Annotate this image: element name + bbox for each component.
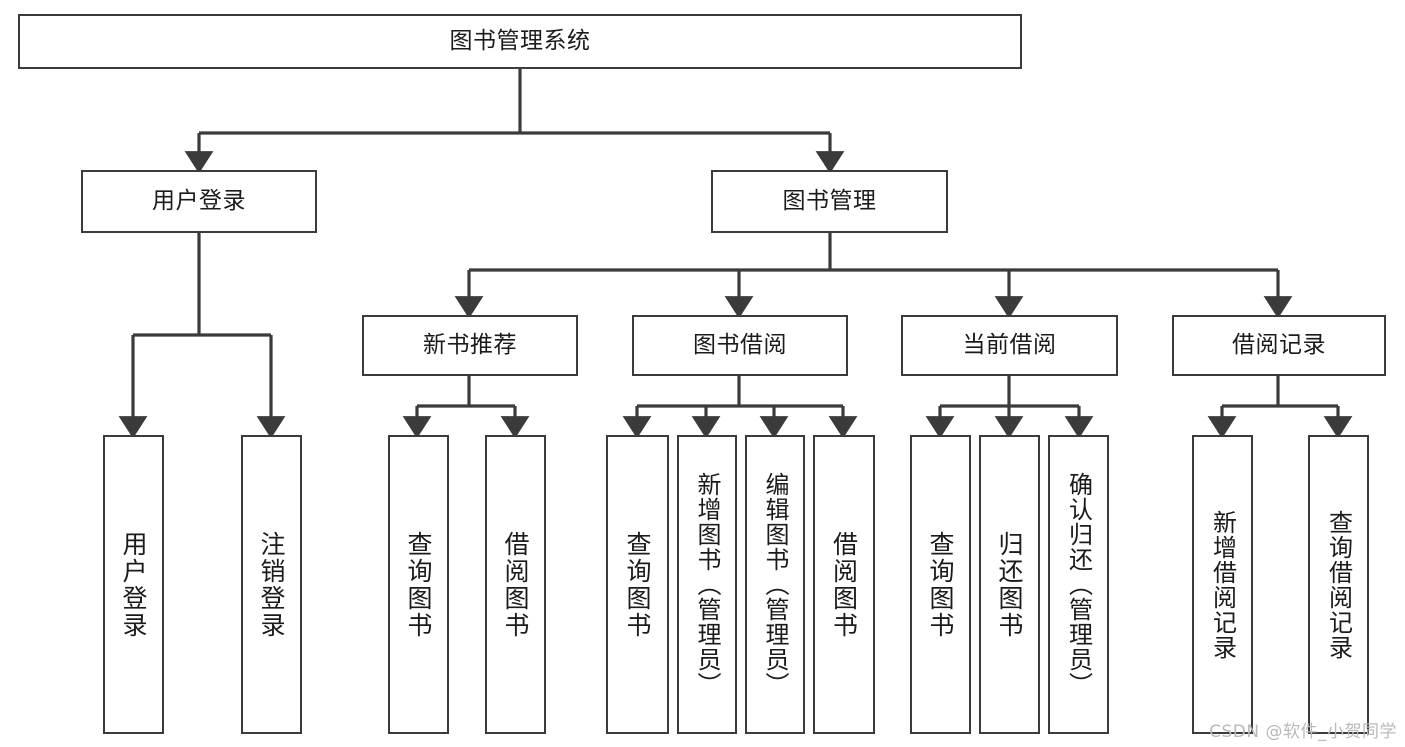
node-book-borrow[interactable]: 图书借阅 (632, 315, 848, 376)
node-book-management[interactable]: 图书管理 (711, 170, 948, 233)
node-leaf-current-confirm-return-admin[interactable]: 确认归还（管理员） (1048, 435, 1109, 734)
node-label: 查询图书 (926, 530, 955, 639)
node-leaf-current-return-book[interactable]: 归还图书 (979, 435, 1040, 734)
node-leaf-records-add-record[interactable]: 新增借阅记录 (1192, 435, 1253, 734)
node-leaf-borrow-query-book[interactable]: 查询图书 (606, 435, 669, 734)
node-label: 查询图书 (404, 530, 433, 639)
node-label: 借阅图书 (501, 530, 530, 639)
node-leaf-borrow-edit-book-admin[interactable]: 编辑图书（管理员） (745, 435, 805, 734)
node-leaf-user-login-logout[interactable]: 注销登录 (241, 435, 302, 734)
node-root-system[interactable]: 图书管理系统 (18, 14, 1022, 69)
node-label: 新书推荐 (423, 332, 517, 359)
node-leaf-new-book-query[interactable]: 查询图书 (388, 435, 449, 734)
node-leaf-borrow-borrow-book[interactable]: 借阅图书 (813, 435, 875, 734)
node-leaf-user-login-login[interactable]: 用户登录 (103, 435, 164, 734)
node-label: 编辑图书（管理员） (761, 472, 789, 697)
node-label: 查询图书 (623, 530, 652, 639)
node-label: 确认归还（管理员） (1064, 472, 1093, 697)
node-label: 注销登录 (257, 530, 286, 639)
csdn-watermark: CSDN @软件_小贺同学 (1209, 722, 1397, 742)
node-label: 新增图书（管理员） (693, 472, 721, 697)
node-leaf-new-book-borrow[interactable]: 借阅图书 (485, 435, 546, 734)
node-leaf-current-query-book[interactable]: 查询图书 (910, 435, 971, 734)
node-label: 查询借阅记录 (1324, 509, 1353, 660)
node-label: 当前借阅 (962, 332, 1057, 359)
node-leaf-records-query-record[interactable]: 查询借阅记录 (1308, 435, 1369, 734)
node-label: 借阅记录 (1232, 332, 1326, 359)
node-current-borrow[interactable]: 当前借阅 (901, 315, 1118, 376)
node-label: 图书借阅 (693, 332, 787, 359)
node-label: 归还图书 (995, 530, 1024, 639)
node-label: 用户登录 (152, 188, 246, 215)
node-label: 图书管理 (782, 188, 877, 215)
node-label: 新增借阅记录 (1208, 509, 1237, 660)
node-new-book-recommend[interactable]: 新书推荐 (362, 315, 578, 376)
node-label: 图书管理系统 (449, 28, 591, 55)
node-leaf-borrow-add-book-admin[interactable]: 新增图书（管理员） (677, 435, 737, 734)
node-label: 借阅图书 (829, 530, 859, 639)
node-label: 用户登录 (119, 530, 148, 639)
node-borrow-records[interactable]: 借阅记录 (1172, 315, 1386, 376)
node-user-login[interactable]: 用户登录 (81, 170, 317, 233)
